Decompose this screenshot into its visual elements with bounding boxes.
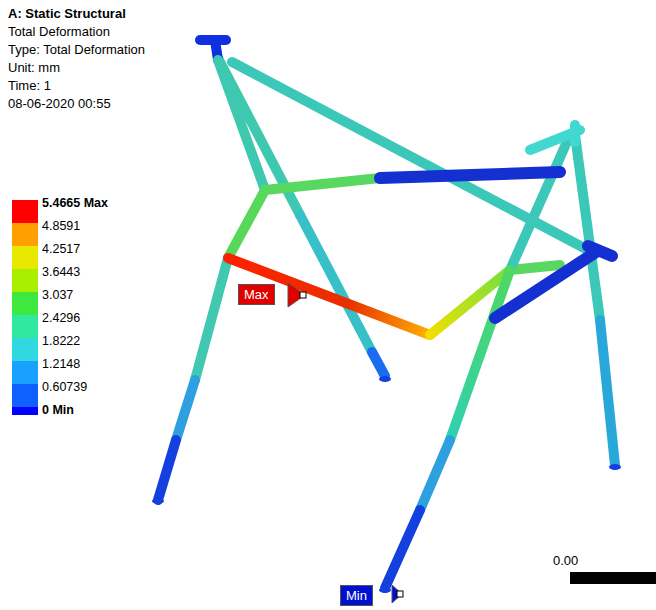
legend-value: 4.8591 <box>42 219 80 233</box>
tubes <box>158 40 615 588</box>
legend-value: 2.4296 <box>42 311 80 325</box>
legend-value: 0.60739 <box>42 380 87 394</box>
min-callout: Min <box>340 585 373 606</box>
result-name: Total Deformation <box>8 24 110 40</box>
legend-swatch <box>12 223 38 246</box>
legend-value: 0 Min <box>42 403 74 417</box>
result-unit: Unit: mm <box>8 60 60 76</box>
legend-value: 4.2517 <box>42 242 80 256</box>
legend-value: 3.6443 <box>42 265 80 279</box>
legend-value: 3.037 <box>42 288 73 302</box>
legend-entry: 0 Min <box>10 407 42 430</box>
scale-bar <box>570 572 656 584</box>
legend-swatch <box>12 315 38 338</box>
legend-swatch <box>12 361 38 384</box>
legend-swatch <box>12 384 38 407</box>
feet <box>152 376 621 593</box>
legend-swatch <box>12 292 38 315</box>
legend-swatch <box>12 338 38 361</box>
max-probe <box>300 292 306 298</box>
legend-entry: 3.037 <box>10 292 41 315</box>
result-date: 08-06-2020 00:55 <box>8 96 111 112</box>
max-pointer <box>288 283 305 307</box>
result-time: Time: 1 <box>8 78 51 94</box>
result-type: Type: Total Deformation <box>8 42 145 58</box>
max-callout: Max <box>238 284 275 305</box>
result-title: A: Static Structural <box>8 6 126 22</box>
legend-swatch <box>12 200 38 223</box>
callout-text: Min <box>346 588 367 603</box>
legend-swatch <box>12 246 38 269</box>
callout-text: Max <box>244 287 269 302</box>
scale-value: 0.00 <box>553 553 578 569</box>
legend-value: 1.8222 <box>42 334 80 348</box>
legend-swatch <box>12 269 38 292</box>
min-probe <box>397 591 403 597</box>
legend-value: 1.2148 <box>42 357 80 371</box>
legend-swatch <box>12 407 38 415</box>
min-pointer <box>392 585 402 603</box>
legend-value: 5.4665 Max <box>42 196 108 210</box>
